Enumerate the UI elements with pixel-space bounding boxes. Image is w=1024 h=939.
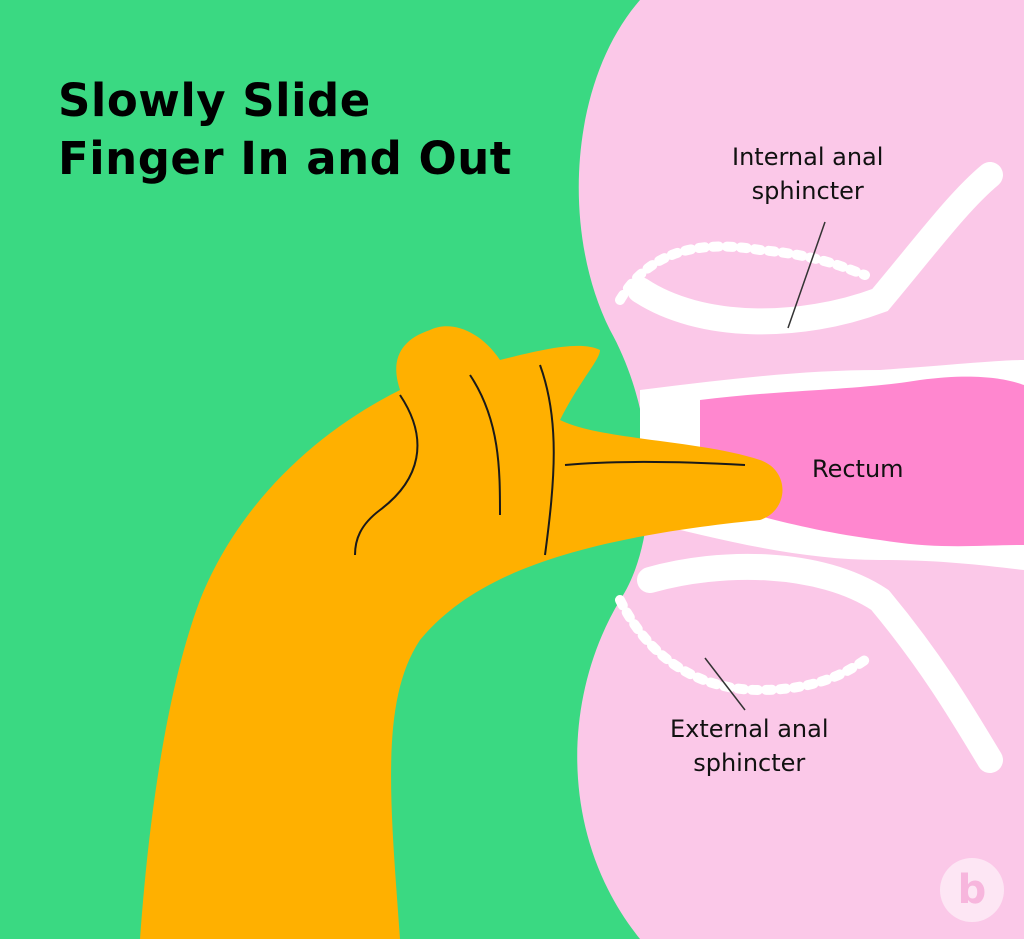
external-sphincter-shape	[637, 553, 1003, 773]
rectum-shape	[700, 376, 1024, 547]
external-leader-line	[704, 657, 746, 711]
internal-sphincter-shape	[627, 162, 1003, 335]
title-line-1: Slowly Slide	[58, 74, 371, 127]
hand-shape	[140, 326, 783, 939]
internal-sphincter-label: Internal anal sphincter	[732, 143, 884, 205]
rectum-label: Rectum	[812, 455, 904, 483]
internal-leader-line	[787, 221, 826, 329]
brand-logo: b	[940, 858, 1004, 922]
external-sphincter-label: External anal sphincter	[670, 715, 829, 777]
page-title: Slowly Slide Finger In and Out	[58, 72, 512, 188]
title-line-2: Finger In and Out	[58, 132, 512, 185]
